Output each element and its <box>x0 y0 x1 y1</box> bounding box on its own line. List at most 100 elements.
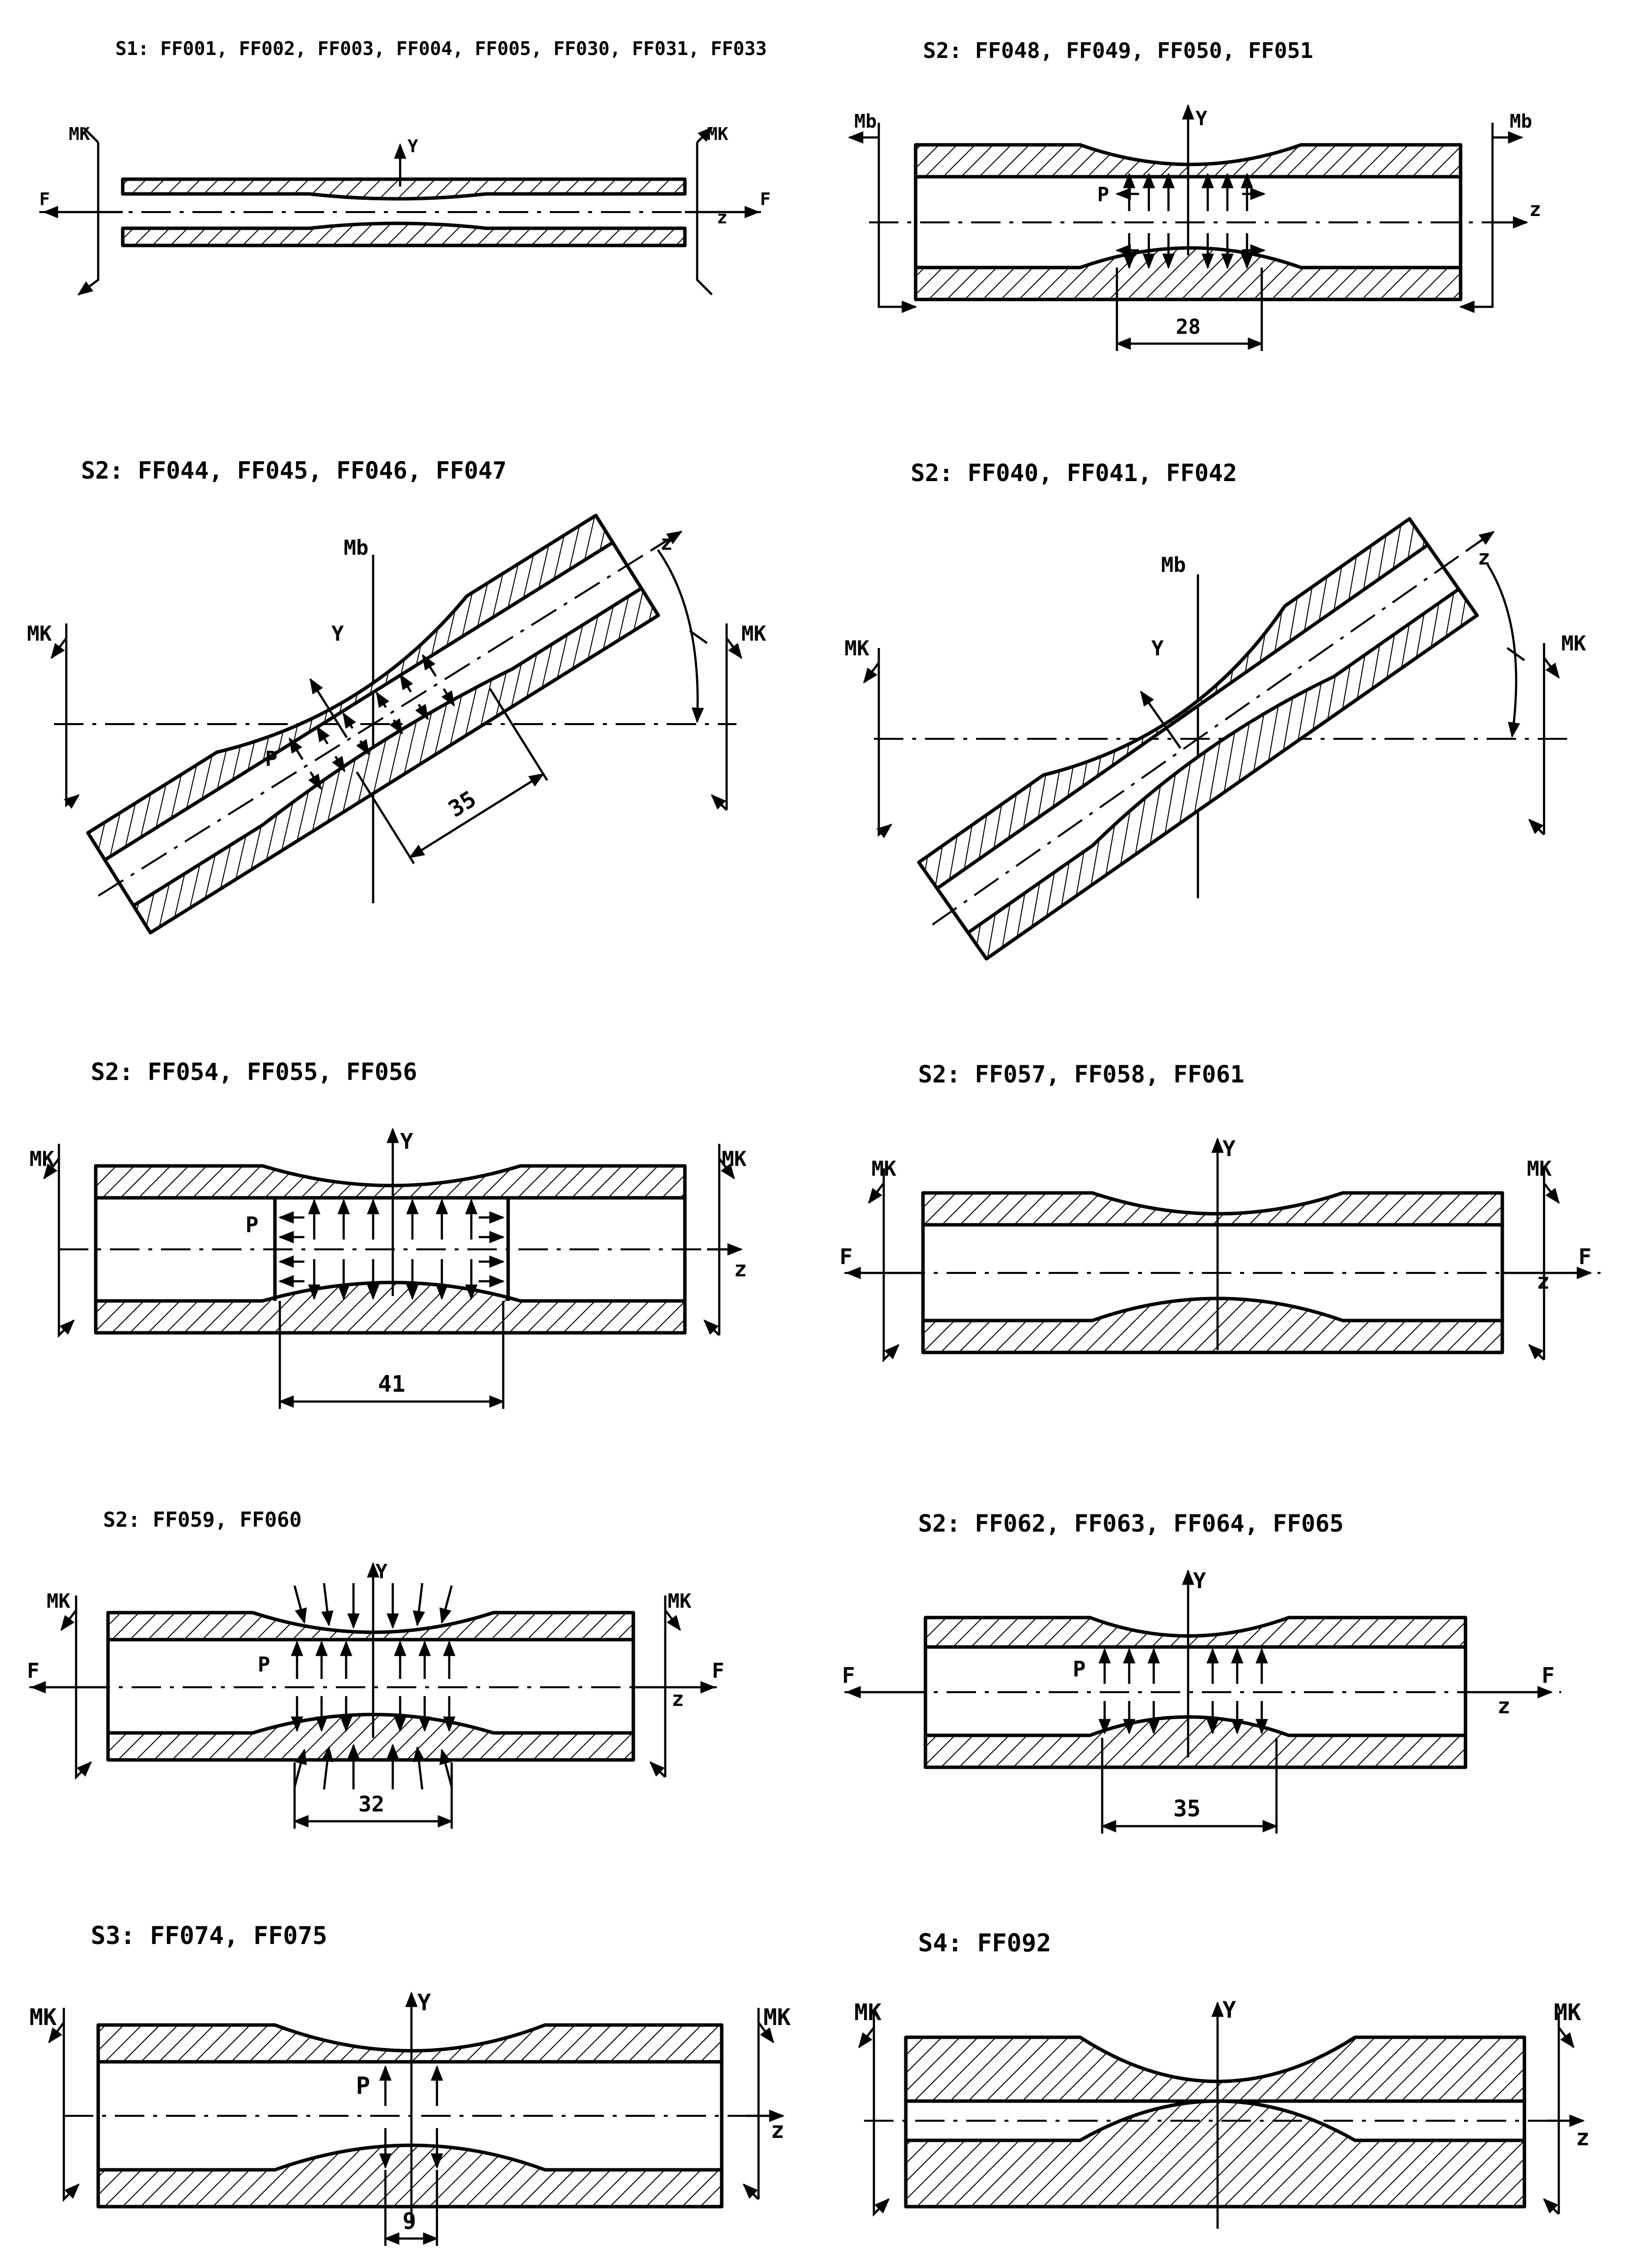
panel-s2-ff054: S2: FF054, FF055, FF056 <box>29 1058 747 1409</box>
moment-tick-right <box>696 126 713 143</box>
mk-label-left: MK <box>27 621 52 646</box>
y-label: Y <box>1222 1997 1236 2023</box>
pressure-arrows <box>1115 172 1266 270</box>
z-label: z <box>734 1257 747 1282</box>
dimension-value: 28 <box>1176 315 1201 339</box>
specimen-wall-top <box>921 1191 1504 1227</box>
mk-label-left: MK <box>69 124 90 144</box>
z-label: z <box>1478 545 1490 569</box>
panel-caption: S2: FF059, FF060 <box>103 1508 302 1532</box>
mb-label: Mb <box>1161 553 1186 577</box>
panel-s2-ff044: S2: FF044, FF045, FF046, FF047 <box>27 457 766 935</box>
mk-label-right: MK <box>722 1147 747 1171</box>
mb-label-right: Mb <box>1510 110 1532 132</box>
y-label: Y <box>400 1129 413 1154</box>
pressure-label: P <box>1073 1657 1086 1682</box>
panel-s2-ff057: S2: FF057, FF058, FF061 MK MK F F Y z <box>840 1061 1601 1363</box>
panel-caption: S3: FF074, FF075 <box>91 1921 327 1950</box>
pressure-label: P <box>245 1213 259 1238</box>
mk-label-right: MK <box>1527 1157 1552 1181</box>
pressure-arrows <box>379 2065 443 2169</box>
specimen-wall-bottom <box>96 2143 724 2209</box>
mb-label: Mb <box>344 536 369 560</box>
panel-s1: S1: FF001, FF002, FF003, FF004, FF005, F… <box>39 38 771 296</box>
panel-s2-ff059: S2: FF059, FF060 <box>27 1508 724 1829</box>
z-label: z <box>717 208 728 228</box>
angle-arc <box>1487 564 1520 738</box>
panel-s2-ff040: S2: FF040, FF041, FF042 MK MK Mb Y z <box>844 459 1586 961</box>
mk-label-right: MK <box>1561 631 1586 655</box>
specimen-wall-bottom <box>921 1296 1504 1354</box>
mk-label-left: MK <box>871 1157 896 1181</box>
z-label: z <box>1497 1694 1511 1719</box>
specimen-wall-top <box>96 2023 724 2064</box>
panel-caption: S2: FF057, FF058, FF061 <box>918 1061 1245 1088</box>
panel-caption: S4: FF092 <box>918 1929 1051 1957</box>
specimen-wall-bottom <box>94 1281 687 1335</box>
pressure-label: P <box>265 747 277 771</box>
f-label-right: F <box>712 1659 724 1683</box>
specimen-wall-top <box>86 513 615 862</box>
f-label-right: F <box>1542 1663 1555 1688</box>
moment-symbol-left <box>882 1168 900 1363</box>
z-label: z <box>1537 1269 1550 1294</box>
panel-caption: S2: FF044, FF045, FF046, FF047 <box>81 457 507 485</box>
moment-symbol-right <box>1459 123 1494 313</box>
specimen-wall-top <box>923 1616 1467 1649</box>
mk-label-left: MK <box>844 636 869 660</box>
moment-symbol-right <box>696 142 713 296</box>
specimen-axis <box>98 549 653 897</box>
z-label: z <box>672 1687 684 1711</box>
mk-label-left: MK <box>854 1999 882 2025</box>
f-label-left: F <box>39 189 50 210</box>
specimen-wall-bottom <box>923 1715 1467 1769</box>
panel-s3-ff074: S3: FF074, FF075 MK MK P Y z 9 <box>29 1921 791 2246</box>
moment-symbol-left <box>876 648 893 838</box>
mk-label-left: MK <box>47 1590 70 1613</box>
panel-s4-ff092: S4: FF092 MK MK Y z <box>854 1929 1590 2229</box>
y-label: Y <box>417 1989 431 2016</box>
y-label: Y <box>407 136 418 157</box>
angle-arc <box>657 549 704 724</box>
moment-symbol-left <box>62 2008 80 2202</box>
specimen-wall-top <box>106 1611 635 1642</box>
y-label: Y <box>1195 108 1207 130</box>
mk-label-right: MK <box>707 124 729 144</box>
f-label-right: F <box>760 189 771 210</box>
moment-symbol-left <box>75 1595 92 1780</box>
panel-s2-ff048: S2: FF048, FF049, FF050, FF051 <box>847 38 1541 351</box>
f-label-left: F <box>27 1659 39 1683</box>
moment-tick-left <box>82 127 99 143</box>
y-axis-arrow <box>309 678 348 738</box>
specimen-wall-top <box>917 517 1430 891</box>
specimen-wall-top <box>121 177 687 201</box>
panel-caption: S2: FF040, FF041, FF042 <box>911 459 1237 487</box>
panel-caption: S1: FF001, FF002, FF003, FF004, FF005, F… <box>115 38 767 59</box>
z-label: z <box>771 2117 785 2143</box>
mk-label-right: MK <box>668 1590 691 1613</box>
pressure-arrows <box>1098 1647 1268 1735</box>
z-axis-arrow <box>651 530 683 551</box>
pressure-arrows <box>278 1198 505 1300</box>
specimen-wall-bottom <box>121 221 687 247</box>
mk-label-right: MK <box>741 621 766 646</box>
specimen-axis <box>932 549 1468 926</box>
specimen-wall-top <box>94 1164 687 1200</box>
specimen-wall-bottom <box>106 1713 635 1762</box>
inclined-specimen <box>917 517 1495 961</box>
specimen-wall-top <box>914 143 1463 179</box>
moment-symbol-left <box>63 623 80 809</box>
specimen-wall-bottom <box>904 2099 1526 2209</box>
panel-s2-ff062: S2: FF062, FF063, FF064, FF065 F F P <box>842 1510 1561 1834</box>
y-label: Y <box>331 621 344 646</box>
mk-label-left: MK <box>29 2004 57 2030</box>
pressure-label: P <box>1097 184 1109 206</box>
moment-symbol-left <box>77 142 100 296</box>
mk-label-left: MK <box>29 1147 54 1171</box>
panel-caption: S2: FF054, FF055, FF056 <box>91 1058 417 1086</box>
y-label: Y <box>376 1561 387 1583</box>
mk-label-right: MK <box>763 2004 791 2030</box>
f-label-left: F <box>842 1663 855 1688</box>
pressure-arrows <box>288 654 455 790</box>
